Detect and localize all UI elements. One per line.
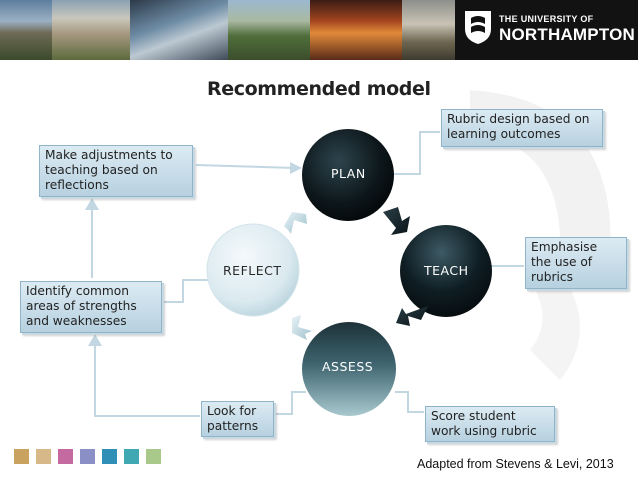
university-logo: THE UNIVERSITY OF NORTHAMPTON	[455, 0, 638, 60]
connector-plan-rubric	[392, 131, 440, 175]
campus-photo-5	[310, 0, 402, 60]
logo-text-line1: THE UNIVERSITY OF	[499, 14, 594, 24]
swatch-5	[102, 449, 117, 464]
swatch-7	[146, 449, 161, 464]
arrow-reflect-plan	[284, 212, 307, 234]
emphasise-box: Emphasise the use of rubrics	[525, 237, 627, 289]
connector-look-identify	[94, 340, 200, 417]
identify-box: Identify common areas of strengths and w…	[20, 281, 162, 333]
arrow-assess-reflect	[292, 315, 312, 340]
campus-photo-4	[228, 0, 310, 60]
swatch-3	[58, 449, 73, 464]
connector-arrowhead-3	[290, 162, 302, 174]
assess-circle	[302, 322, 396, 416]
adjustments-box: Make adjustments to teaching based on re…	[39, 145, 193, 197]
connector-arrowhead-2	[85, 198, 99, 210]
arrow-plan-teach	[383, 207, 410, 235]
shield-logo-icon	[465, 11, 491, 44]
teach-circle	[400, 225, 492, 317]
teach-label: TEACH	[424, 263, 469, 278]
campus-photo-1	[0, 0, 52, 60]
header-banner: THE UNIVERSITY OF NORTHAMPTON	[0, 0, 638, 60]
swatch-4	[80, 449, 95, 464]
swatch-6	[124, 449, 139, 464]
plan-circle	[302, 129, 394, 221]
campus-photo-2	[52, 0, 130, 60]
citation: Adapted from Stevens & Levi, 2013	[417, 457, 614, 471]
logo-text-line2: NORTHAMPTON	[499, 25, 635, 44]
campus-photo-3	[130, 0, 228, 60]
arrow-teach-assess	[396, 306, 428, 326]
page-title: Recommended model	[207, 78, 431, 100]
connector-adjust-plan	[195, 164, 296, 169]
background-watermark-2	[530, 270, 580, 380]
reflect-circle	[206, 223, 300, 317]
campus-photo-6	[402, 0, 455, 60]
connector-reflect-identify	[162, 279, 210, 303]
swatch-1	[14, 449, 29, 464]
swatch-2	[36, 449, 51, 464]
reflect-label: REFLECT	[223, 263, 282, 278]
rubric-design-box: Rubric design based on learning outcomes	[441, 109, 603, 147]
cycle-arrow-icon	[284, 207, 428, 340]
connector-arrowhead-1	[88, 334, 102, 346]
plan-label: PLAN	[331, 166, 366, 181]
score-box: Score student work using rubric	[425, 406, 555, 442]
connector-assess-score	[395, 391, 424, 413]
connector-assess-look	[274, 391, 306, 415]
assess-label: ASSESS	[322, 359, 374, 374]
look-patterns-box: Look for patterns	[201, 401, 274, 437]
